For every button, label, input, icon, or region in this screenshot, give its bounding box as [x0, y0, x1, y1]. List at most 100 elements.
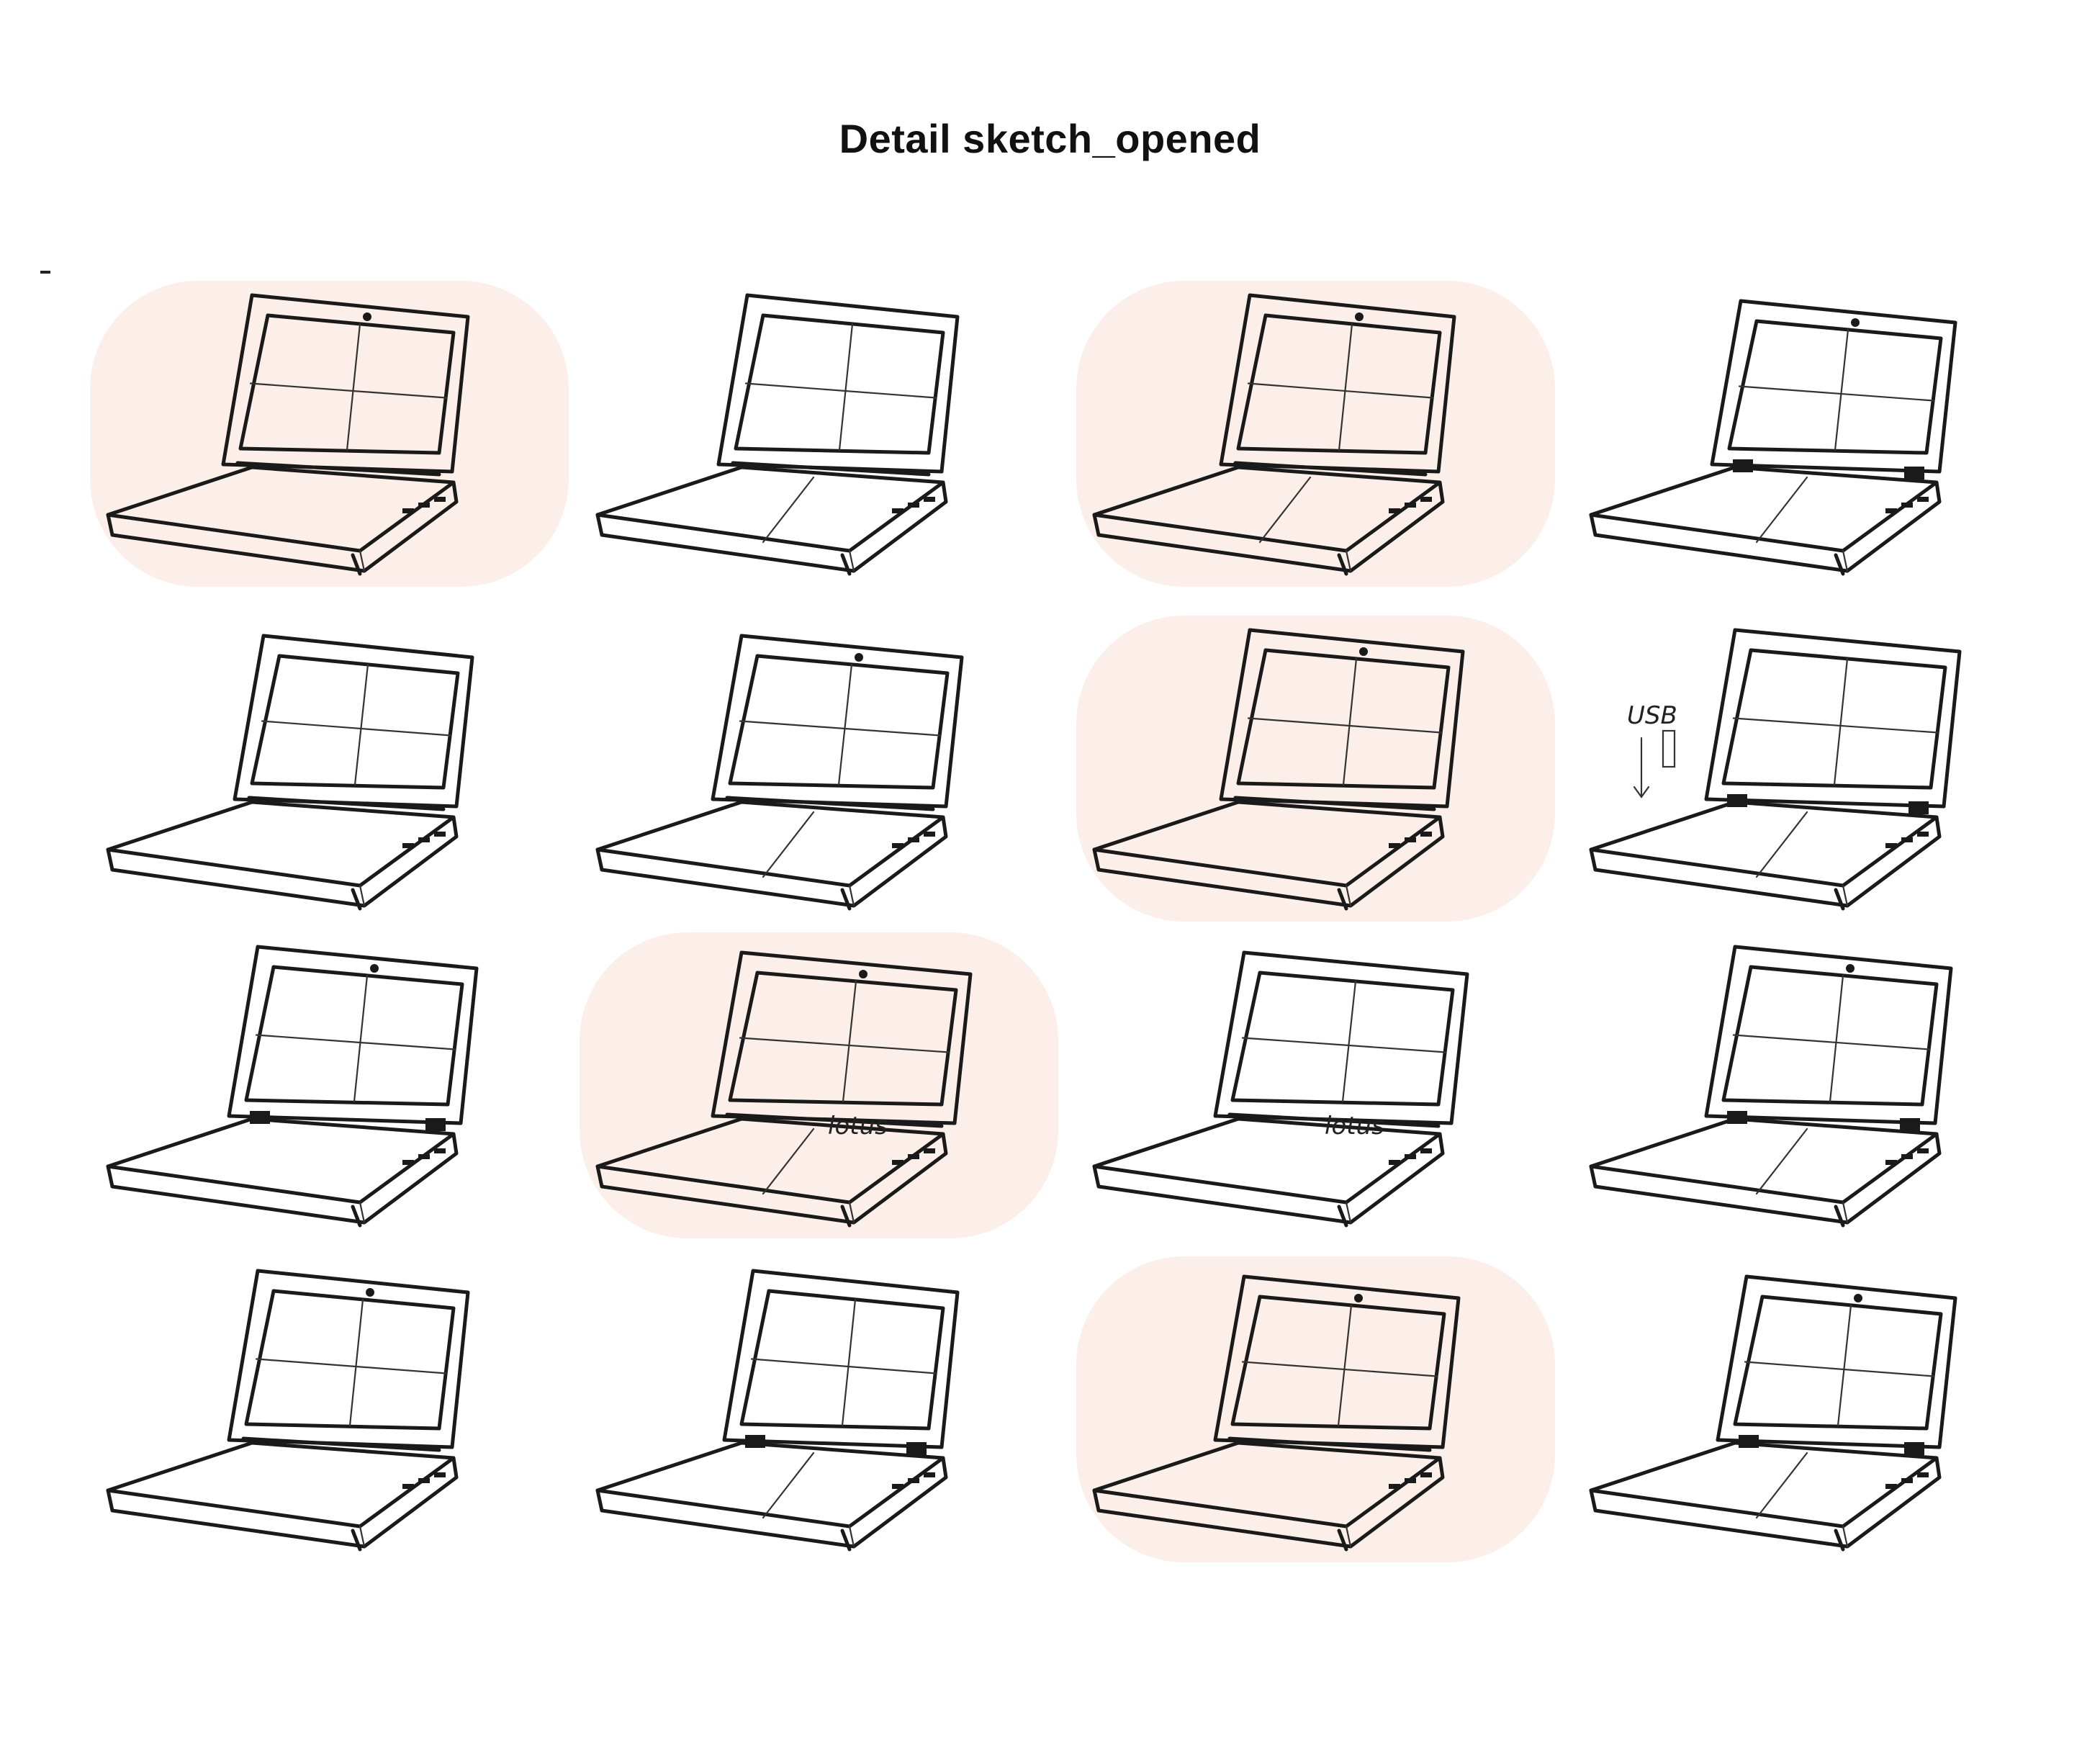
screen-panel — [734, 313, 945, 455]
laptop-drawing — [1589, 628, 1962, 911]
deck-split-line — [762, 1127, 815, 1195]
deck-split-line — [762, 476, 815, 544]
port-icon — [1901, 503, 1913, 508]
laptop-drawing — [106, 634, 474, 911]
foot — [1834, 1529, 1845, 1552]
deck-split-line — [1755, 811, 1808, 878]
sketch-r2c3 — [1065, 608, 1555, 932]
sketch-canvas — [595, 1269, 960, 1552]
hinge-right-icon — [1904, 467, 1924, 480]
chassis-edge — [1345, 1525, 1352, 1548]
port-icon — [1917, 832, 1929, 837]
port-icon — [434, 832, 446, 837]
hinge-left-icon — [1739, 1435, 1759, 1448]
screen-panel — [1230, 1295, 1446, 1431]
foot — [1834, 1205, 1845, 1228]
usb-annotation: USB — [1627, 701, 1677, 730]
sketch-r3c2: lotus — [569, 925, 1058, 1249]
port-icon — [1917, 1148, 1929, 1153]
sketch-r4c3 — [1065, 1249, 1555, 1573]
screen-lid — [711, 634, 964, 809]
port-icon — [1917, 497, 1929, 502]
laptop-drawing — [595, 293, 960, 576]
highlight-blob — [1076, 1256, 1555, 1562]
chassis-edge — [848, 884, 855, 907]
foot — [840, 553, 852, 576]
sketch-r3c3: lotus — [1065, 925, 1555, 1249]
construction-lines — [255, 1298, 448, 1427]
hinge-bar — [247, 796, 446, 811]
construction-lines — [1738, 328, 1935, 451]
port-icon — [434, 497, 446, 502]
keyboard-deck — [106, 1441, 456, 1529]
hinge-left-icon — [1727, 794, 1747, 807]
webcam-icon — [859, 970, 868, 978]
port-icon — [1901, 1478, 1913, 1483]
hinge-left-icon — [745, 1435, 765, 1448]
deck-split-line — [762, 811, 815, 878]
port-icon — [908, 1154, 919, 1159]
sketch-canvas — [90, 281, 569, 587]
deck-split-line — [1258, 476, 1312, 544]
screen-panel — [1721, 648, 1947, 790]
chassis-edge — [359, 884, 366, 907]
port-icon — [908, 837, 919, 842]
laptop-drawing — [106, 945, 479, 1228]
hinge-bar — [731, 461, 931, 477]
port-icon — [892, 1484, 903, 1489]
foot — [351, 888, 362, 911]
construction-lines — [1241, 980, 1447, 1103]
hinge-right-icon — [1904, 1442, 1924, 1455]
arrow-down-icon — [1633, 737, 1650, 798]
hinge-left-icon — [1733, 459, 1753, 472]
port-icon — [1420, 497, 1432, 502]
foot — [840, 1529, 852, 1552]
chassis-edge — [359, 549, 366, 572]
screen-panel — [244, 1289, 456, 1431]
keyboard-deck — [595, 1441, 945, 1529]
sketch-r1c1 — [79, 274, 569, 598]
screen-panel — [1733, 1295, 1943, 1431]
port-icon — [1420, 1472, 1432, 1477]
sketch-canvas — [106, 634, 474, 911]
screen-lid — [233, 634, 474, 809]
sketch-canvas — [595, 293, 960, 576]
keyboard-deck — [106, 1117, 456, 1205]
hinge-bar — [725, 1112, 944, 1128]
laptop-drawing — [106, 293, 470, 576]
screen-panel — [728, 654, 950, 790]
hinge-left-icon — [1727, 1111, 1747, 1124]
port-icon — [924, 497, 935, 502]
construction-lines — [744, 323, 937, 451]
keyboard-deck — [1589, 1117, 1939, 1205]
port-icon — [418, 837, 430, 842]
sketch-canvas — [106, 945, 479, 1228]
chassis-edge — [1345, 884, 1352, 907]
webcam-icon — [855, 653, 863, 662]
screen-panel — [1236, 648, 1451, 790]
construction-lines — [1247, 323, 1434, 451]
sketch-canvas — [1076, 281, 1555, 587]
port-icon — [402, 1160, 414, 1165]
screen-panel — [1721, 965, 1939, 1107]
keyboard-deck — [1092, 1117, 1442, 1205]
laptop-drawing — [1092, 1274, 1461, 1552]
screen-lid — [1219, 293, 1456, 474]
webcam-icon — [1354, 1294, 1363, 1302]
hinge-left-icon — [250, 1111, 270, 1124]
sketch-r1c2 — [569, 274, 1058, 598]
construction-lines — [249, 323, 448, 451]
deck-split-line — [762, 1451, 815, 1519]
port-icon — [434, 1472, 446, 1477]
hinge-right-icon — [906, 1442, 927, 1455]
screen-lid — [1704, 945, 1953, 1125]
usb-stick-icon — [1662, 729, 1676, 768]
hinge-bar — [241, 1436, 441, 1452]
keyboard-deck — [595, 800, 945, 888]
construction-lines — [255, 974, 456, 1103]
port-icon — [418, 1478, 430, 1483]
chassis-edge — [359, 1201, 366, 1224]
chassis-edge — [1842, 549, 1849, 572]
laptop-drawing — [1092, 293, 1456, 576]
construction-lines — [1744, 1304, 1935, 1427]
